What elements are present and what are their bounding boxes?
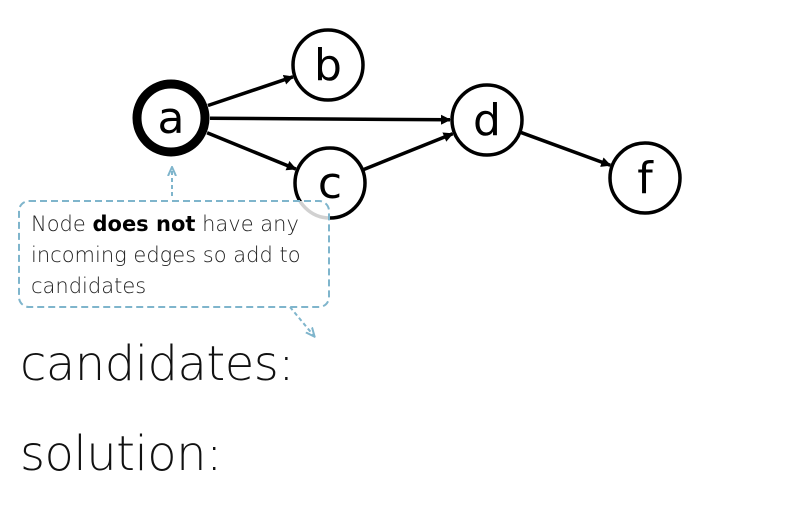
edge-a-c — [206, 131, 297, 171]
node-b: b — [291, 28, 365, 102]
node-label-f: f — [637, 153, 654, 204]
node-label-d: d — [473, 95, 501, 146]
callout-pointer-down — [289, 306, 314, 336]
callout-text-before: Node — [31, 212, 93, 236]
node-c: c — [293, 146, 367, 220]
edge-c-d — [361, 132, 454, 172]
callout-box — [18, 200, 330, 308]
node-label-b: b — [314, 40, 342, 91]
callout-text-bold: does not — [92, 212, 196, 236]
edge-a-b — [207, 74, 294, 108]
node-a: a — [132, 79, 210, 157]
node-d: d — [450, 83, 524, 157]
candidates-label: candidates: — [20, 336, 294, 392]
node-circle-b — [291, 28, 365, 102]
node-circle-d — [450, 83, 524, 157]
node-circle-a — [132, 79, 210, 157]
node-label-a: a — [158, 93, 185, 144]
solution-label: solution: — [20, 426, 222, 482]
edge-d-f — [519, 130, 612, 167]
node-f: f — [608, 141, 682, 215]
node-circle-f — [608, 141, 682, 215]
edge-a-d — [209, 114, 452, 125]
edges-layer — [206, 74, 612, 172]
nodes-layer: a b c d f — [132, 28, 682, 220]
callout-text-after: have any incoming edges so add to candid… — [31, 212, 301, 298]
callout-text: Node does not have any incoming edges so… — [31, 209, 323, 302]
